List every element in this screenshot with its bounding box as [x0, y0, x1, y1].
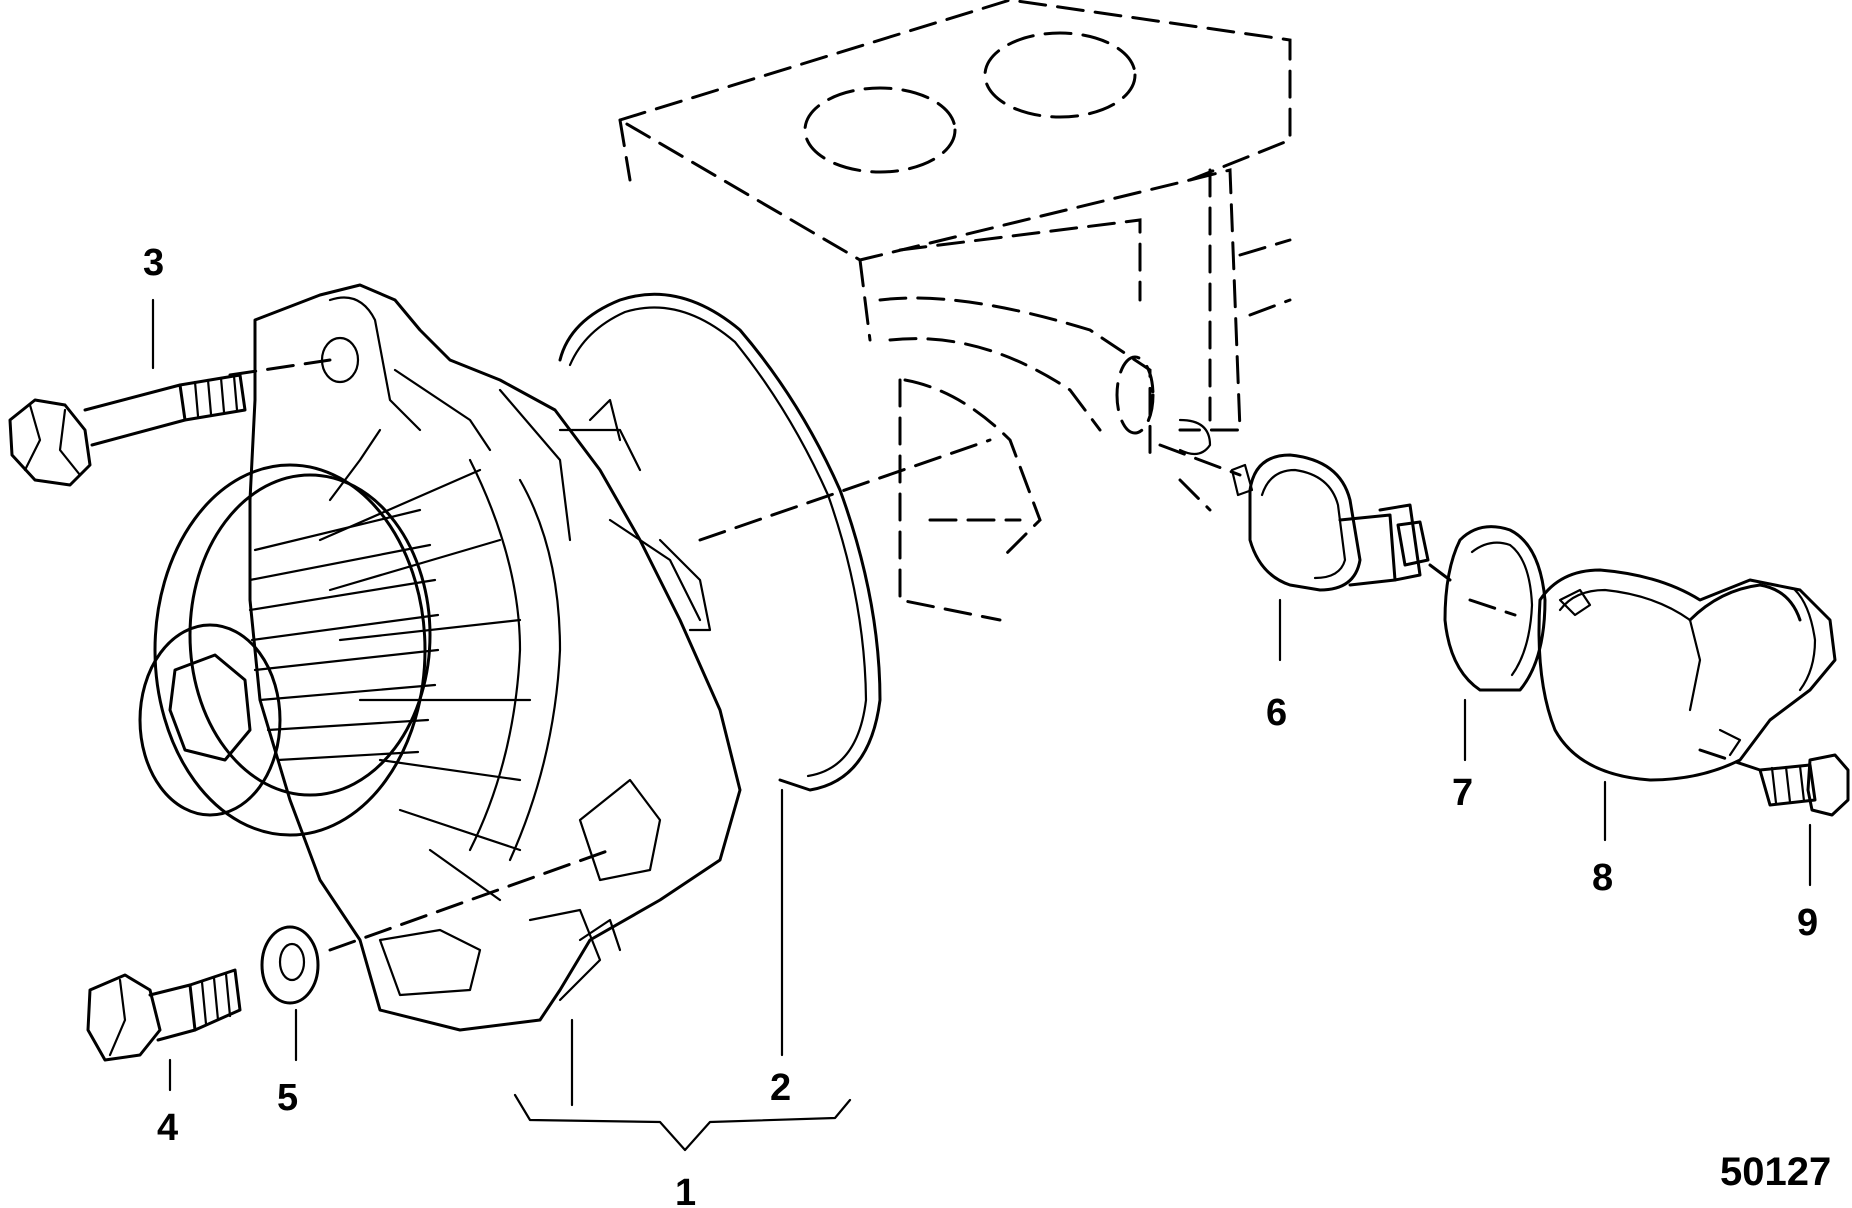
pump-gasket	[558, 292, 882, 792]
bolt-9	[1758, 753, 1850, 817]
leader-lines	[151, 298, 1812, 1152]
callout-9: 9	[1797, 902, 1818, 944]
water-pump	[138, 283, 992, 1032]
callout-6: 6	[1266, 692, 1287, 734]
callout-2: 2	[770, 1067, 791, 1109]
callout-5: 5	[277, 1077, 298, 1119]
callout-4: 4	[157, 1107, 178, 1149]
callout-7: 7	[1452, 772, 1473, 814]
bolt-4	[86, 968, 242, 1062]
bolt-3	[8, 373, 247, 487]
thermostat-6	[1158, 443, 1452, 592]
callout-3: 3	[143, 242, 164, 284]
thermostat-gasket-7	[1443, 525, 1547, 692]
washer-5	[260, 925, 320, 1005]
callout-8: 8	[1592, 857, 1613, 899]
callout-labels: 3 4 5 1 2 6 7 8 9	[143, 242, 1818, 1208]
thermostat-housing-8	[1537, 568, 1837, 782]
callout-1: 1	[675, 1172, 696, 1208]
engine-block-outline	[616, 0, 1292, 622]
figure-number: 50127	[1720, 1150, 1831, 1194]
